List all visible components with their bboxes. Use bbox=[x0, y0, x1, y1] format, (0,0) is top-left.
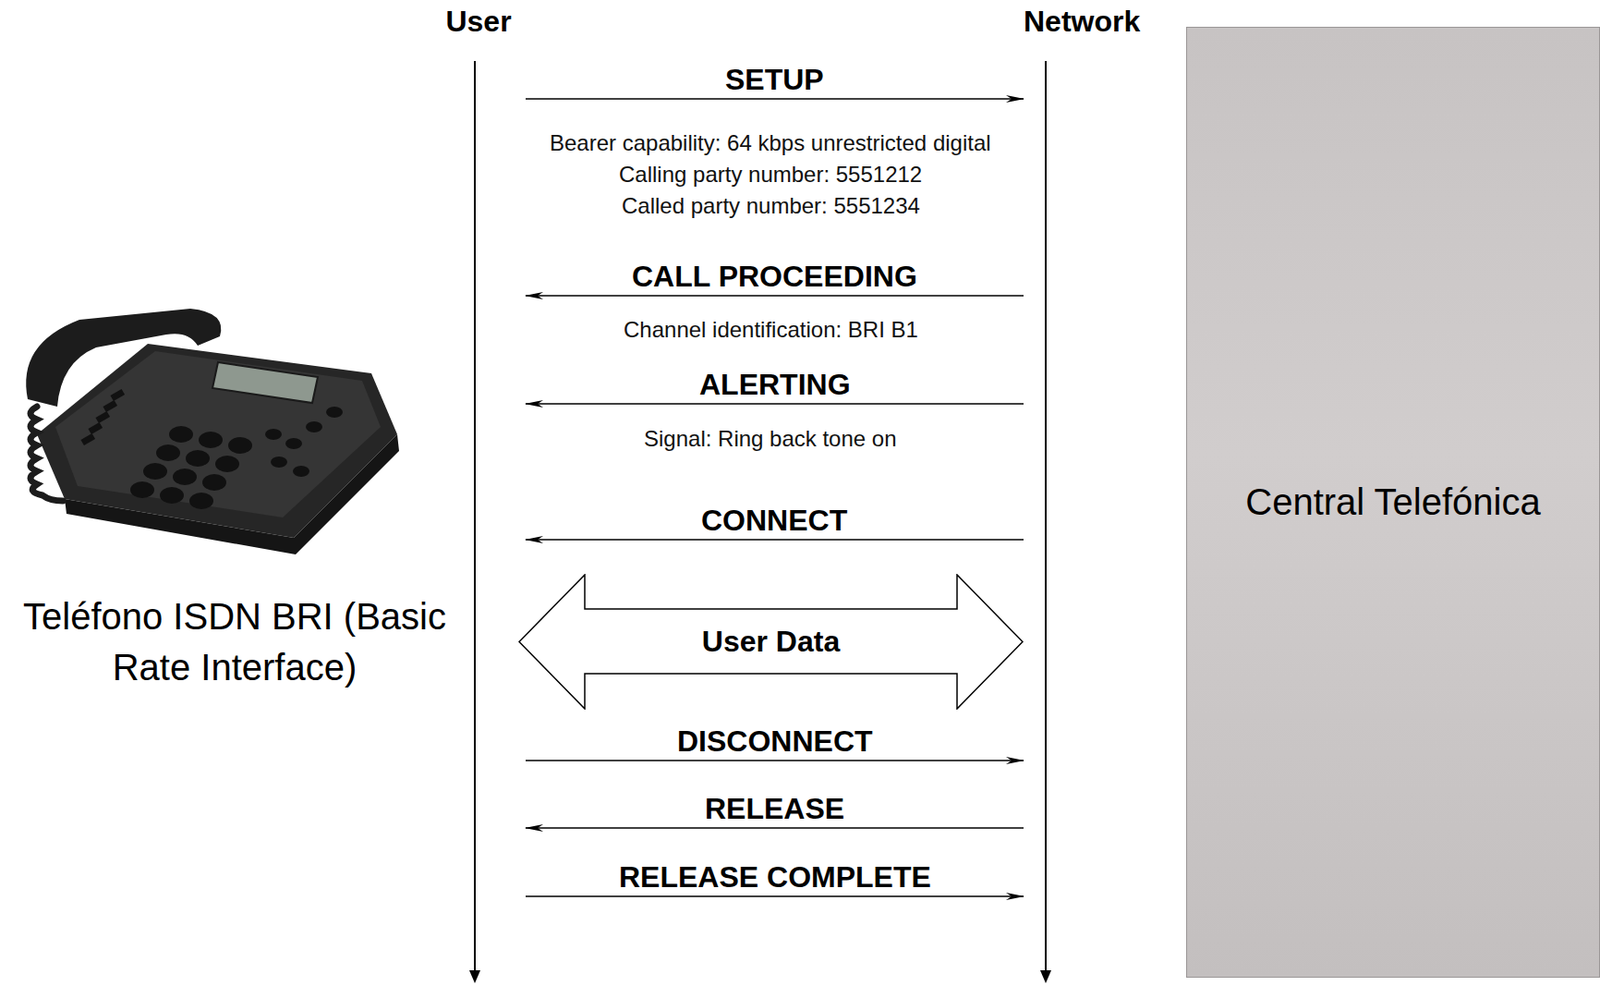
block-arrow-shape bbox=[519, 574, 1023, 709]
user-lifeline bbox=[473, 60, 476, 972]
message-arrow bbox=[525, 538, 1024, 541]
node-text: User Data bbox=[702, 624, 840, 659]
phone-function-keys bbox=[80, 388, 125, 446]
phone-cord bbox=[30, 406, 63, 501]
device-caption: Teléfono ISDN BRI (Basic Rate Interface) bbox=[12, 591, 457, 693]
message-arrow bbox=[525, 294, 1024, 297]
message-name: ALERTING bbox=[699, 367, 851, 401]
phone-display bbox=[212, 362, 318, 403]
lifeline-header: Network bbox=[1023, 3, 1170, 965]
phone-base bbox=[64, 434, 400, 555]
message-arrow bbox=[525, 826, 1024, 829]
message-parameter: Called party number: 5551234 bbox=[621, 193, 921, 219]
message-name: DISCONNECT bbox=[677, 724, 873, 758]
node-text: User bbox=[431, 3, 526, 39]
message-arrow bbox=[525, 97, 1024, 100]
message-name: RELEASE COMPLETE bbox=[618, 860, 932, 894]
lifeline-arrowhead bbox=[1040, 969, 1052, 983]
message-arrow bbox=[525, 895, 1024, 897]
message-parameter: Bearer capability: 64 kbps unrestricted … bbox=[549, 130, 992, 157]
message-name: RELEASE bbox=[704, 791, 845, 825]
data-block-arrow: User Data bbox=[518, 573, 1024, 710]
node-text: Network bbox=[1023, 3, 1170, 39]
phone-handset bbox=[25, 308, 221, 407]
exchange-box: Central Telefónica bbox=[1186, 26, 1600, 978]
phone-face bbox=[55, 351, 381, 518]
lifeline-header: User bbox=[431, 3, 526, 965]
message-parameter: Calling party number: 5551212 bbox=[618, 161, 922, 188]
node-text: Central Telefónica bbox=[1245, 481, 1540, 523]
message-parameter: Signal: Ring back tone on bbox=[643, 425, 897, 452]
phone-keypad bbox=[130, 406, 343, 510]
message-name: CALL PROCEEDING bbox=[631, 259, 918, 293]
message-arrow bbox=[525, 759, 1024, 762]
message-parameter: Channel identification: BRI B1 bbox=[623, 316, 919, 343]
phone-illustration bbox=[25, 308, 400, 555]
message-arrow bbox=[525, 402, 1024, 405]
message-name: SETUP bbox=[725, 62, 825, 97]
lifeline-arrowhead bbox=[469, 969, 481, 983]
network-lifeline bbox=[1044, 60, 1047, 972]
message-name: CONNECT bbox=[701, 503, 848, 537]
